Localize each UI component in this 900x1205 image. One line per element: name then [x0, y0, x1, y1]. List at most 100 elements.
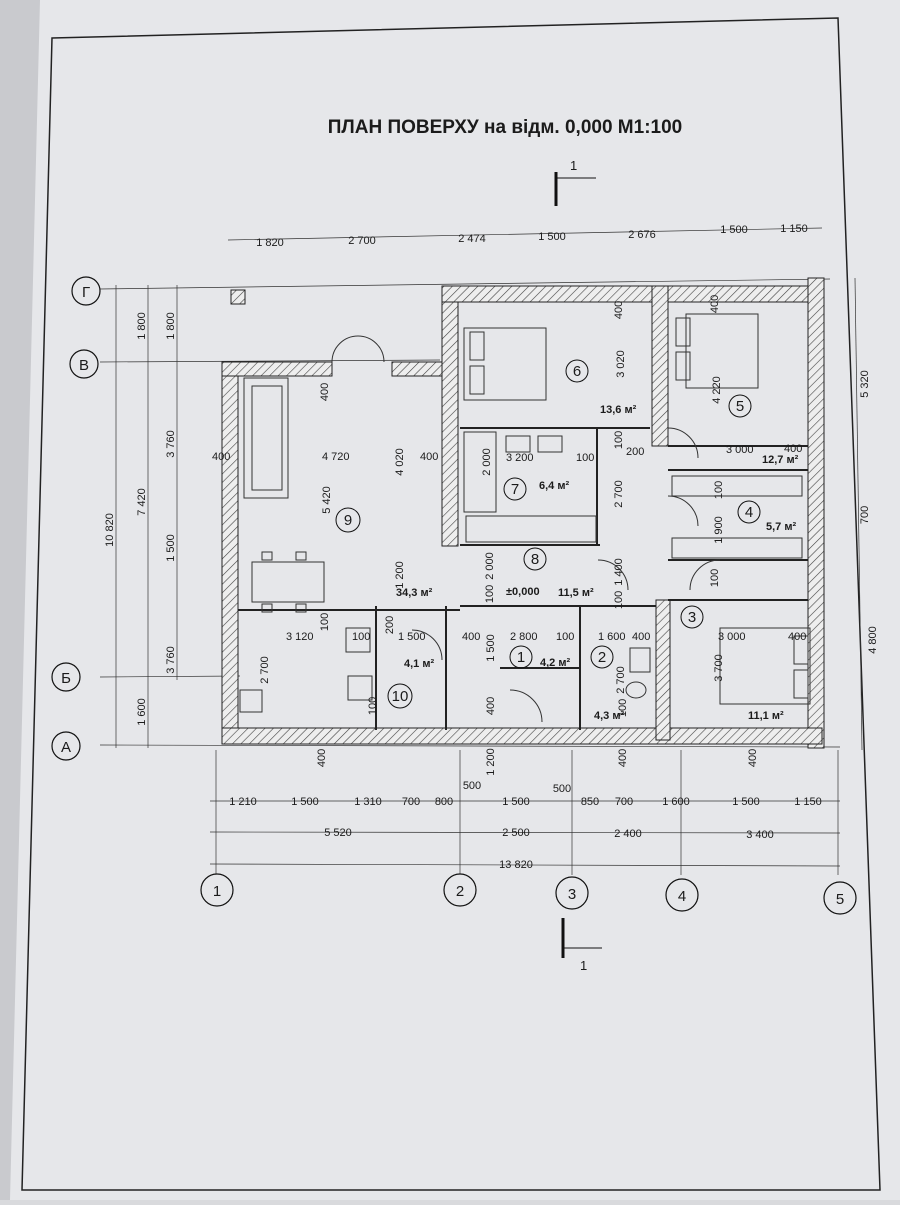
dim-top: 2 700 — [348, 235, 376, 247]
axis-row-v: В — [79, 357, 89, 374]
dim-inner: 400 — [212, 451, 230, 463]
axis-row-b: Б — [61, 670, 71, 687]
dim-bottom-2: 2 400 — [614, 828, 642, 840]
dim-inner: 5 420 — [321, 486, 333, 514]
dim-inner: 400 — [617, 749, 629, 767]
dim-top: 1 820 — [256, 237, 284, 249]
dim-inner: 200 — [626, 446, 644, 458]
dim-bottom: 700 — [615, 796, 633, 808]
room-area: 4,2 м² — [540, 657, 570, 669]
section-label-top: 1 — [570, 158, 577, 173]
doors — [331, 335, 721, 723]
dim-top: 2 474 — [458, 233, 486, 245]
dim-right: 700 — [859, 506, 871, 524]
dim-inner: 400 — [613, 301, 625, 319]
dims-top: 1 820 2 700 2 474 1 500 2 676 1 500 1 15… — [256, 223, 808, 249]
dim-inner: 3 120 — [286, 631, 314, 643]
room-area: 4,1 м² — [404, 658, 434, 670]
dim-inner: 400 — [420, 451, 438, 463]
axis-row-g: Г — [82, 284, 90, 301]
dim-inner: 3 700 — [713, 654, 725, 682]
dim-inner: 1 500 — [485, 634, 497, 662]
dims-left: 10 820 7 420 1 800 1 800 3 760 1 500 3 7… — [104, 312, 177, 726]
room-number: 10 — [392, 688, 409, 705]
room-area: 34,3 м² — [396, 587, 433, 599]
room-area: 6,4 м² — [539, 480, 569, 492]
dim-bottom: 1 310 — [354, 796, 382, 808]
dim-inner: 100 — [576, 452, 594, 464]
section-label-bottom: 1 — [580, 958, 587, 973]
room-area: 12,7 м² — [762, 454, 799, 466]
axis-col-3: 3 — [568, 886, 576, 903]
dim-inner: 400 — [462, 631, 480, 643]
axis-grid — [99, 227, 863, 875]
dim-inner: 100 — [367, 697, 379, 715]
dim-bottom: 850 — [581, 796, 599, 808]
dim-bottom-small: 500 — [463, 780, 481, 792]
dim-inner: 200 — [384, 616, 396, 634]
axis-row-markers: Г В Б А — [51, 276, 101, 761]
axis-col-markers: 1 2 3 4 5 — [200, 873, 857, 915]
dim-bottom: 1 210 — [229, 796, 257, 808]
axis-col-5: 5 — [836, 891, 844, 908]
dim-bottom: 800 — [435, 796, 453, 808]
furniture — [239, 313, 811, 713]
dim-top: 1 500 — [538, 231, 566, 243]
dim-top: 1 500 — [720, 224, 748, 236]
room-number: 9 — [344, 512, 352, 529]
level-mark: ±0,000 — [506, 586, 540, 598]
dim-inner: 400 — [485, 697, 497, 715]
dim-inner: 1 200 — [485, 748, 497, 776]
dim-left-total: 10 820 — [104, 513, 116, 547]
room-number: 2 — [598, 649, 606, 666]
room-number: 1 — [517, 649, 525, 666]
dim-inner: 4 220 — [711, 376, 723, 404]
dim-inner: 400 — [788, 631, 806, 643]
dim-inner: 100 — [617, 699, 629, 717]
dim-inner: 2 800 — [510, 631, 538, 643]
exterior-walls — [221, 277, 825, 749]
dim-inner: 2 000 — [484, 552, 496, 580]
dims-bottom: 1 210 1 500 1 310 700 800 1 500 850 700 … — [229, 780, 822, 871]
dim-inner: 400 — [316, 749, 328, 767]
dim-left: 1 800 — [136, 312, 148, 340]
room-area: 5,7 м² — [766, 521, 796, 533]
dim-inner: 100 — [484, 585, 496, 603]
dim-inner: 2 700 — [259, 656, 271, 684]
sheet-frame — [21, 17, 881, 1191]
dim-inner: 400 — [784, 443, 802, 455]
dim-inner: 1 600 — [598, 631, 626, 643]
dim-bottom: 1 600 — [662, 796, 690, 808]
dim-bottom: 1 500 — [732, 796, 760, 808]
dim-right: 4 800 — [867, 626, 879, 654]
dim-inner: 100 — [613, 591, 625, 609]
dim-bottom: 700 — [402, 796, 420, 808]
dim-inner: 400 — [632, 631, 650, 643]
dim-top: 2 676 — [628, 229, 656, 241]
dims-interior: 400 4 720 400 4 020 5 420 1 200 200 100 … — [212, 295, 806, 776]
axis-col-4: 4 — [678, 888, 686, 905]
dim-bottom-2: 3 400 — [746, 829, 774, 841]
dim-inner: 1 900 — [713, 516, 725, 544]
interior-partitions — [238, 427, 808, 730]
room-number: 5 — [736, 398, 744, 415]
dim-bottom-total: 13 820 — [499, 859, 533, 871]
column-marker — [230, 289, 246, 305]
room-number: 7 — [511, 481, 519, 498]
dim-inner: 400 — [747, 749, 759, 767]
dim-left: 3 760 — [165, 646, 177, 674]
dim-inner: 3 200 — [506, 452, 534, 464]
room-area: 11,1 м² — [748, 710, 784, 722]
dim-bottom: 1 150 — [794, 796, 822, 808]
dim-inner: 400 — [319, 383, 331, 401]
dim-inner: 1 200 — [394, 561, 406, 589]
dim-inner: 2 700 — [613, 480, 625, 508]
dim-inner: 3 000 — [726, 444, 754, 456]
dim-left: 1 600 — [136, 698, 148, 726]
dim-inner: 100 — [556, 631, 574, 643]
dim-left-2: 1 500 — [165, 534, 177, 562]
room-area: 13,6 м² — [600, 404, 637, 416]
dim-inner: 3 020 — [615, 350, 627, 378]
dim-bottom: 1 500 — [502, 796, 530, 808]
